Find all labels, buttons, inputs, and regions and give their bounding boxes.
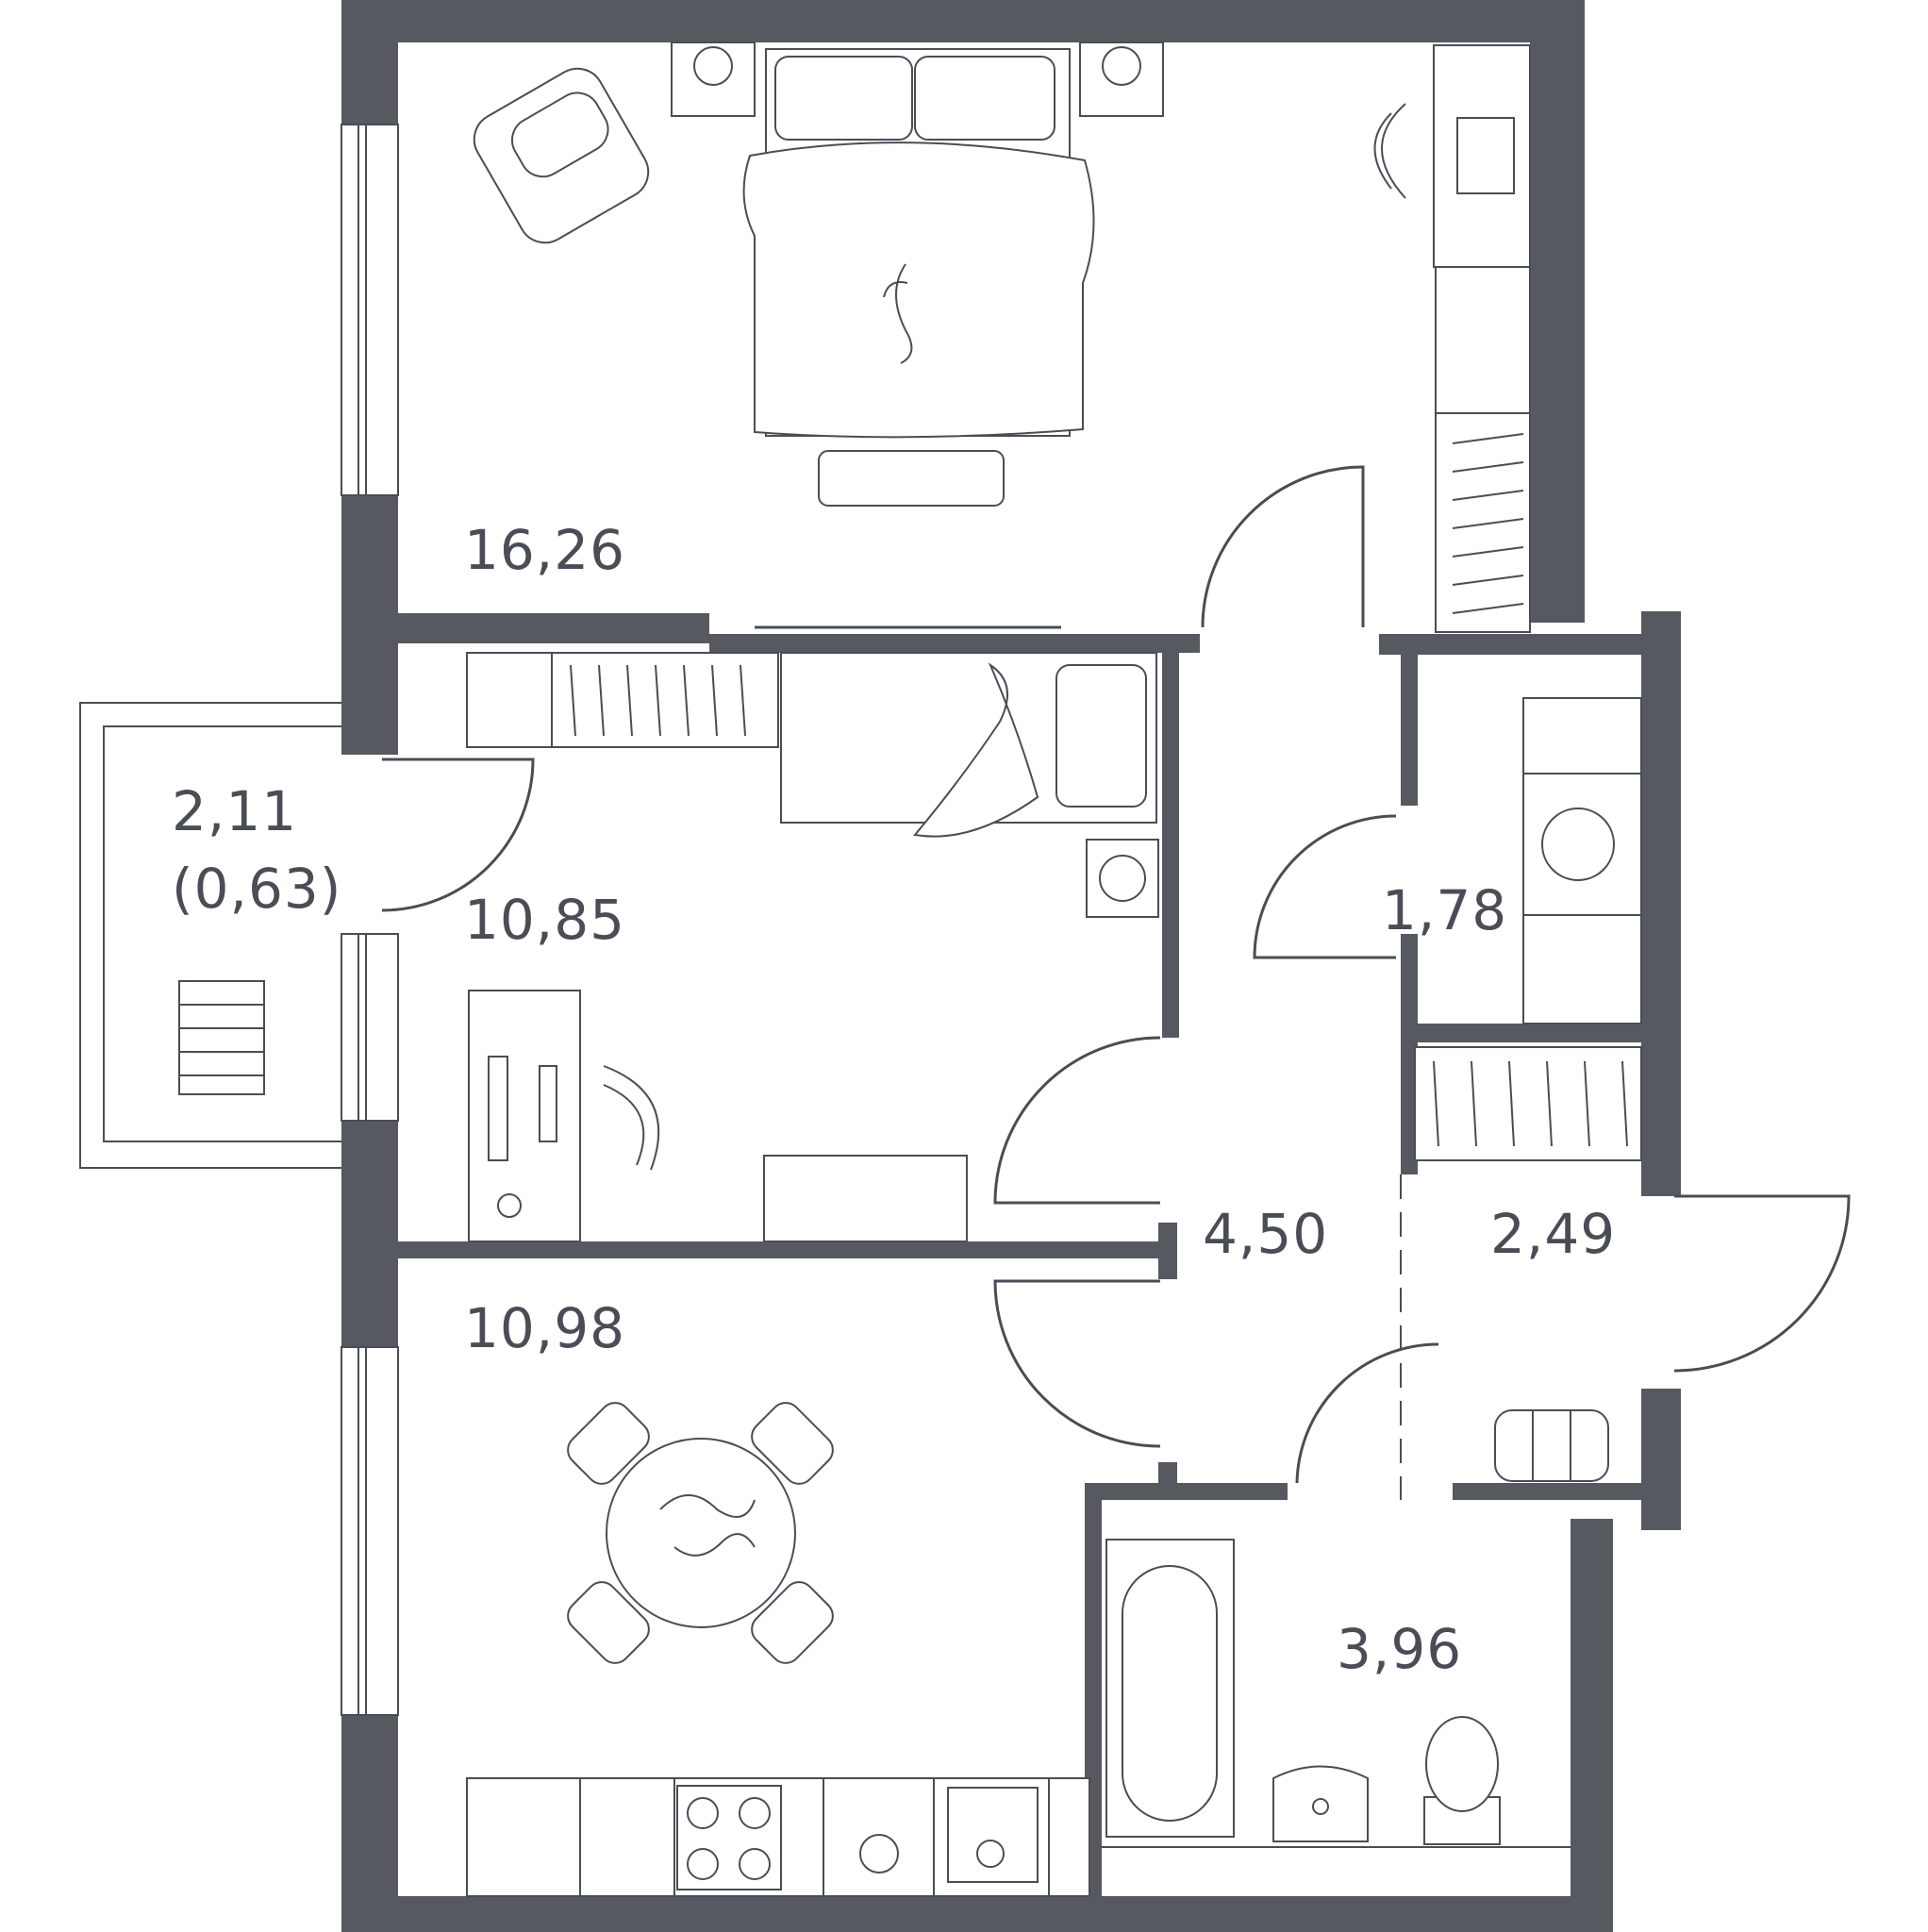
bathroom-area-label: 3,96 [1337, 1617, 1462, 1681]
nightstand-icon [671, 42, 1164, 117]
kids-room-area-label: 10,85 [464, 888, 625, 952]
cat-icon [883, 263, 913, 364]
hall-area-label: 4,50 [1203, 1202, 1328, 1266]
sink-icon [859, 1834, 899, 1874]
armchair-icon [473, 67, 650, 244]
desk-icon [468, 990, 581, 1242]
doors [381, 465, 1851, 1484]
wardrobe-icon [1414, 1046, 1642, 1161]
washing-machine-icon [1086, 839, 1159, 918]
rug-icon [818, 450, 1005, 507]
area-labels: 16,26 2,11 (0,63) 10,85 10,98 4,50 1,78 … [172, 518, 1616, 1681]
windows [341, 124, 399, 1716]
bathtub-icon [1105, 1539, 1235, 1838]
bed-icon [780, 652, 1157, 838]
entry-area-label: 2,49 [1490, 1202, 1616, 1266]
storage-furniture [1400, 697, 1642, 1500]
bench-icon [178, 980, 265, 1095]
wardrobe-icon [1435, 266, 1531, 633]
dining-table-icon [567, 1402, 834, 1664]
kitchen-area-label: 10,98 [464, 1296, 625, 1360]
bedroom-furniture [473, 42, 1531, 633]
walls [341, 0, 1681, 1932]
balcony-area-label: 2,11 [172, 779, 297, 843]
kids-room-furniture [466, 652, 1159, 1242]
desk-chair-icon [603, 1065, 660, 1171]
stove-icon [676, 1785, 782, 1890]
balcony-reduced-area-label: (0,63) [172, 857, 341, 921]
washbasin-icon [1272, 1765, 1369, 1842]
balcony [79, 702, 341, 1169]
bedroom-area-label: 16,26 [464, 518, 625, 582]
washing-machine-icon [947, 1787, 1039, 1883]
bathroom-furniture [1102, 1539, 1571, 1848]
desk-chair-icon [1373, 103, 1406, 199]
storage-area-label: 1,78 [1382, 878, 1507, 942]
wardrobe-icon [466, 652, 779, 748]
kitchen-furniture [466, 1402, 1090, 1897]
toilet-icon [1423, 1716, 1501, 1845]
bed-icon [742, 48, 1095, 439]
sofa-icon [1494, 1409, 1609, 1482]
